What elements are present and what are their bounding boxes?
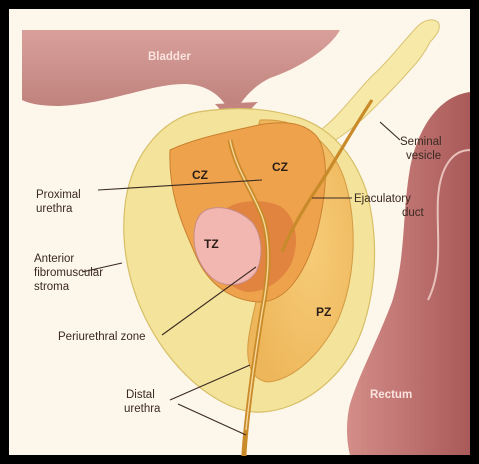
label-cz-right: CZ [272, 160, 288, 174]
label-pz: PZ [316, 305, 331, 319]
label-seminal-vesicle-2: vesicle [406, 150, 441, 162]
label-distal-urethra-1: Distal [126, 389, 155, 401]
label-anterior-stroma-3: stroma [34, 281, 70, 293]
label-bladder: Bladder [148, 51, 191, 63]
label-rectum: Rectum [370, 389, 412, 401]
label-periurethral-zone: Periurethral zone [58, 331, 146, 343]
label-cz-left: CZ [192, 168, 208, 182]
label-tz: TZ [204, 237, 219, 251]
label-ejaculatory-duct-2: duct [402, 207, 425, 219]
label-proximal-urethra-2: urethra [36, 203, 73, 215]
label-ejaculatory-duct-1: Ejaculatory [354, 193, 411, 205]
label-distal-urethra-2: urethra [124, 403, 161, 415]
label-seminal-vesicle-1: Seminal [400, 136, 442, 148]
label-anterior-stroma-1: Anterior [34, 253, 74, 265]
label-anterior-stroma-2: fibromuscular [34, 267, 103, 279]
label-proximal-urethra-1: Proximal [36, 189, 81, 201]
